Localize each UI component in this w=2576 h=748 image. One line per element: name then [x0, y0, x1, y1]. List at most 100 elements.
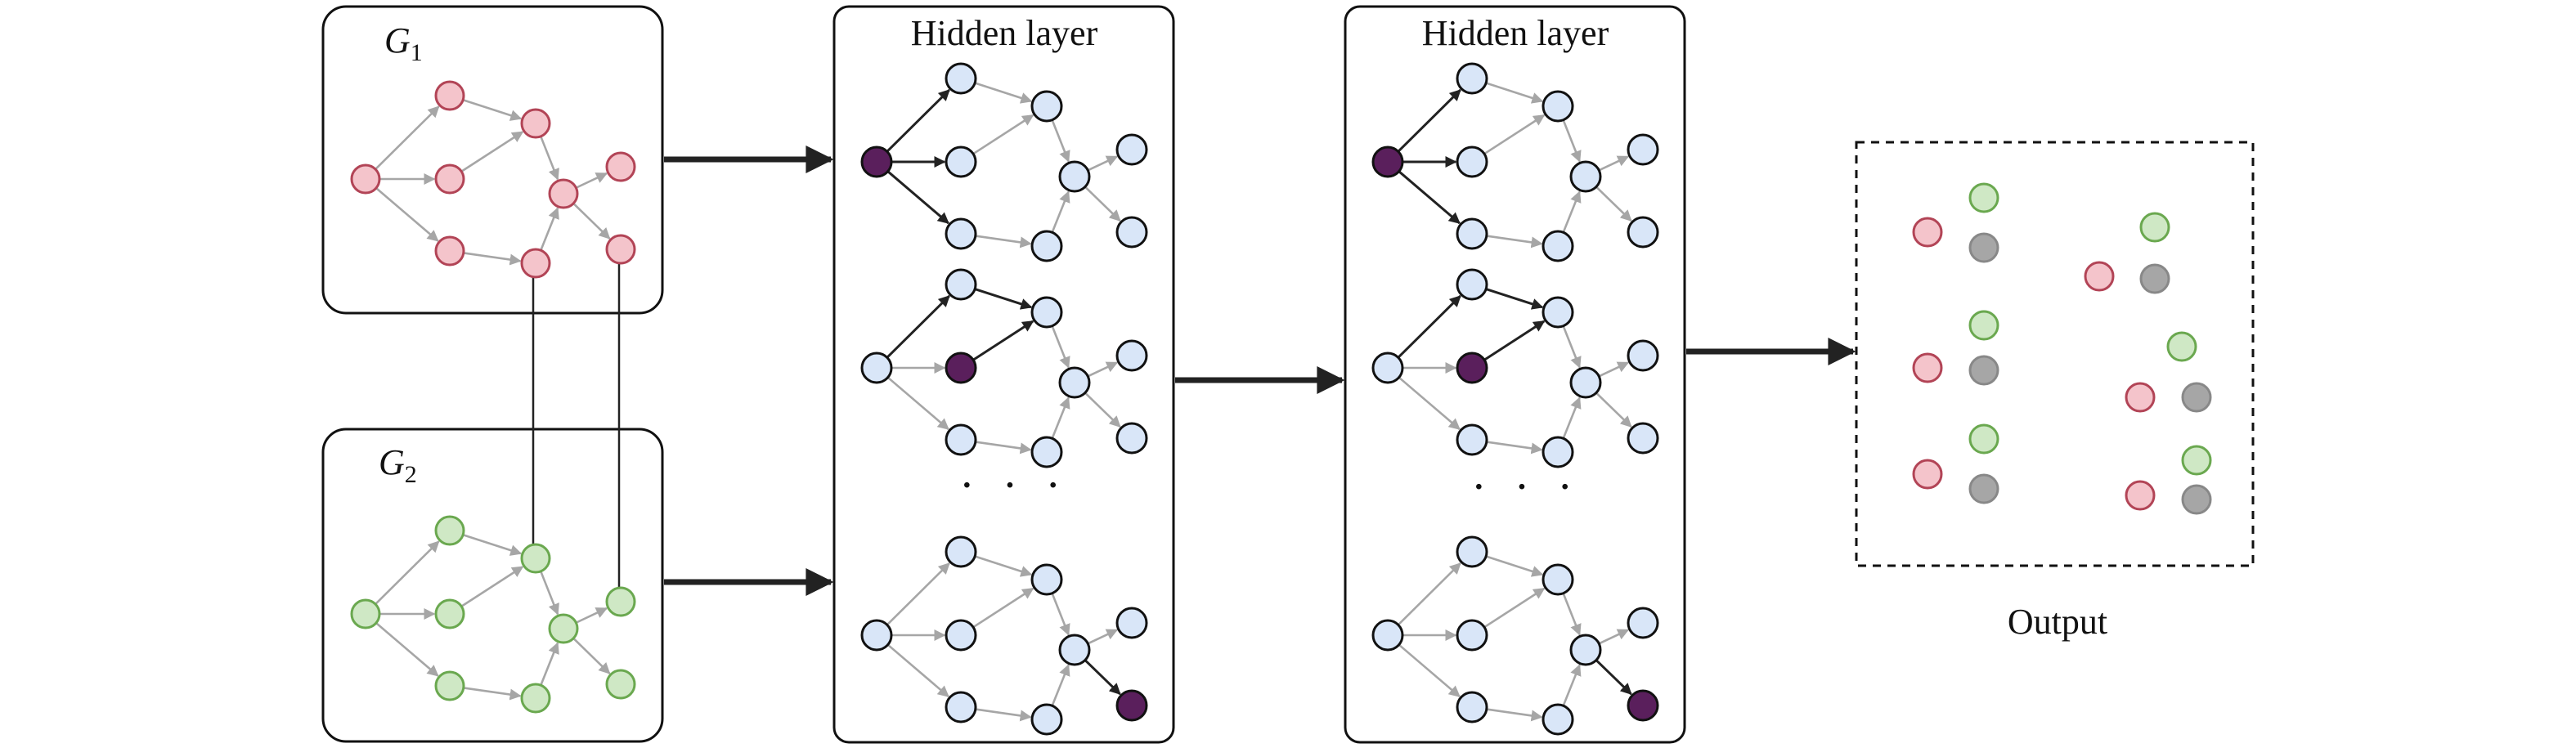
- graph-edge: [572, 637, 611, 674]
- graph-node: [1627, 607, 1659, 639]
- center-node: [1115, 689, 1148, 722]
- graph-edge: [375, 622, 439, 677]
- graph-node: [548, 178, 579, 209]
- graph-node: [1569, 634, 1602, 666]
- graph-node: [1371, 619, 1404, 652]
- highlighted-edge: [1398, 170, 1461, 225]
- graph-node: [860, 619, 893, 652]
- graph-node: [945, 268, 977, 301]
- graph-node: [945, 62, 977, 95]
- graph-edge: [1051, 325, 1070, 369]
- graph-edge: [1595, 186, 1632, 222]
- graph-node: [1456, 535, 1488, 568]
- graph-edge: [1084, 186, 1121, 222]
- graph-edge: [1483, 587, 1546, 629]
- graph-edge: [540, 207, 559, 251]
- output-node-unmatched: [1968, 232, 1999, 263]
- graph-node: [1030, 230, 1063, 262]
- graph-edge: [540, 642, 559, 686]
- graph-node: [1456, 268, 1488, 301]
- graph-edge: [1087, 155, 1119, 172]
- output-node-unmatched: [2181, 484, 2212, 515]
- graph-node: [945, 423, 977, 456]
- graph2-label: G2: [379, 442, 417, 488]
- graph-node: [1456, 423, 1488, 456]
- graph-edge: [462, 99, 523, 121]
- graph-node: [1058, 634, 1091, 666]
- graph1-panel: [321, 5, 664, 315]
- highlighted-edge: [1397, 295, 1461, 359]
- graph-node: [860, 352, 893, 384]
- graph-node: [520, 683, 551, 714]
- graph-edge: [974, 82, 1033, 104]
- graph-edge: [540, 571, 559, 616]
- center-node: [860, 146, 893, 178]
- graph-node: [1627, 133, 1659, 166]
- graph-edge: [1486, 441, 1543, 455]
- output-node-unmatched: [2181, 382, 2212, 413]
- graph-edge: [1562, 190, 1582, 233]
- graph-edge: [1397, 562, 1461, 626]
- graph-node: [945, 146, 977, 178]
- graph-edge: [1051, 190, 1070, 233]
- hidden-layer-2-title: Hidden layer: [1422, 13, 1609, 53]
- graph-node: [1542, 563, 1574, 596]
- graph-edge: [375, 187, 439, 242]
- graph-edge: [1562, 396, 1582, 439]
- graph-node: [1456, 62, 1488, 95]
- graph-node: [1542, 90, 1574, 123]
- output-node-g2: [2166, 331, 2197, 362]
- graph-node: [605, 669, 636, 700]
- graph-edge: [1087, 629, 1119, 645]
- graph-node: [1569, 160, 1602, 193]
- graph-node: [1542, 703, 1574, 736]
- graph-node: [1456, 217, 1488, 250]
- graph-edge: [972, 587, 1034, 629]
- graph-edge: [1398, 376, 1461, 430]
- graphs-layer: [350, 62, 1659, 736]
- graph-node: [350, 598, 381, 629]
- graph-edge: [886, 643, 949, 697]
- graph-edge: [572, 202, 611, 240]
- graph-node: [1542, 230, 1574, 262]
- center-node: [1456, 352, 1488, 384]
- graph-node: [1456, 691, 1488, 723]
- graph-edge: [375, 105, 440, 170]
- graph-node: [1115, 216, 1148, 249]
- output-node-g1: [2084, 261, 2115, 292]
- graph-node: [434, 163, 465, 195]
- output-node-unmatched: [1968, 473, 1999, 504]
- graph-edge: [463, 252, 522, 266]
- graph2-panel: [321, 428, 664, 743]
- output-nodes: [1912, 182, 2212, 515]
- graph-edge: [1598, 629, 1630, 645]
- graph-edge: [1486, 235, 1543, 249]
- graph-node: [945, 691, 977, 723]
- graph-edge: [1084, 392, 1121, 428]
- graph-edge: [1486, 708, 1543, 722]
- graph-node: [1030, 296, 1063, 329]
- graph-node: [434, 80, 465, 111]
- graph-node: [945, 619, 977, 652]
- output-node-g1: [2125, 480, 2156, 511]
- graph-node: [1627, 422, 1659, 455]
- graph-node: [434, 670, 465, 701]
- output-node-unmatched: [1968, 355, 1999, 386]
- graph-edge: [1051, 396, 1070, 439]
- graph-node: [1627, 216, 1659, 249]
- graph-edge: [460, 131, 524, 172]
- graph-node: [1058, 160, 1091, 193]
- highlighted-edge: [1483, 320, 1546, 361]
- graph-edge: [462, 534, 523, 556]
- graph-node: [1456, 619, 1488, 652]
- output-node-g1: [2125, 382, 2156, 413]
- graph-edge: [463, 687, 522, 701]
- output-node-g2: [2181, 445, 2212, 476]
- graph-edge: [886, 562, 950, 626]
- highlighted-edge: [886, 295, 950, 359]
- output-label: Output: [2008, 602, 2107, 642]
- output-node-g1: [1912, 217, 1943, 248]
- highlighted-edge: [1485, 288, 1544, 310]
- graph-edge: [1087, 361, 1119, 378]
